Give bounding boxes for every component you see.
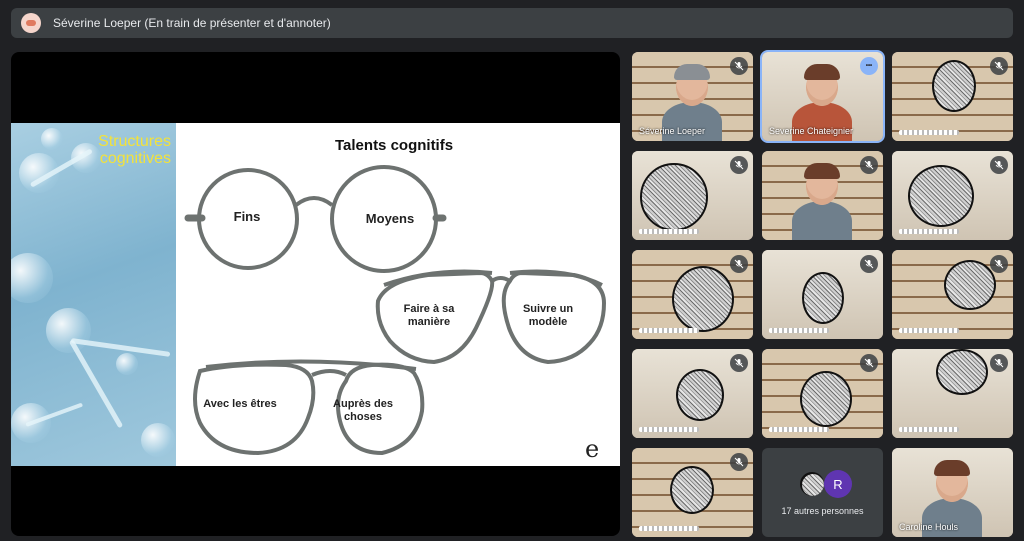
blurred-face (908, 165, 974, 227)
slide-side-title: Structures cognitives (98, 133, 171, 167)
obscured-name (639, 229, 699, 234)
mic-off-icon (730, 156, 748, 174)
blurred-face (670, 466, 714, 514)
mic-off-icon (730, 255, 748, 273)
obscured-name (769, 427, 829, 432)
slide-logo: e (585, 435, 600, 463)
participant-hair (934, 460, 970, 476)
participant-tile[interactable] (892, 52, 1013, 141)
more-options-icon[interactable]: ••• (860, 57, 878, 75)
presenter-avatar (21, 13, 41, 33)
mic-off-icon (730, 453, 748, 471)
label-aupres-des-choses: Auprès des choses (333, 398, 393, 423)
blurred-face (802, 272, 844, 324)
participant-tile[interactable] (762, 250, 883, 339)
mic-off-icon (990, 255, 1008, 273)
blurred-face (640, 163, 708, 231)
obscured-name (639, 427, 699, 432)
blurred-face (672, 266, 734, 332)
presentation-slide: Structures cognitives Talents cognitifs (11, 123, 620, 466)
obscured-name (899, 427, 959, 432)
blurred-face (936, 349, 988, 395)
slide-side-panel: Structures cognitives (11, 123, 176, 466)
obscured-name (769, 328, 829, 333)
label-fins: Fins (233, 209, 261, 224)
participant-body (922, 498, 982, 537)
participant-tile[interactable]: Severine Chateignier ••• (760, 50, 885, 143)
mic-off-icon (730, 354, 748, 372)
obscured-name (899, 328, 959, 333)
mic-off-icon (990, 57, 1008, 75)
participant-tile[interactable] (632, 250, 753, 339)
blurred-face (932, 60, 976, 112)
obscured-name (639, 328, 699, 333)
participant-hair (804, 64, 840, 80)
participant-tile[interactable] (632, 448, 753, 537)
glasses-illustration (184, 165, 607, 456)
mic-off-icon (860, 156, 878, 174)
participant-tile[interactable] (892, 250, 1013, 339)
label-avec-les-etres: Avec les êtres (203, 398, 277, 410)
participant-tile[interactable] (892, 349, 1013, 438)
label-suivre-un-modele: Suivre un modèle (522, 303, 574, 328)
participant-body (792, 201, 852, 240)
others-count-label: 17 autres personnes (781, 506, 864, 516)
mic-off-icon (860, 354, 878, 372)
others-avatar-blurred (798, 470, 826, 498)
obscured-name (639, 526, 699, 531)
blurred-face (944, 260, 996, 310)
presenter-bar: Séverine Loeper (En train de présenter e… (11, 8, 1013, 38)
mic-off-icon (730, 57, 748, 75)
others-tile[interactable]: R 17 autres personnes (762, 448, 883, 537)
participant-tile[interactable] (632, 349, 753, 438)
participant-name: Séverine Loeper (639, 126, 706, 136)
participant-hair (674, 64, 710, 80)
mic-off-icon (860, 255, 878, 273)
participant-body (792, 102, 852, 141)
participant-tile[interactable] (762, 151, 883, 240)
participant-body (662, 102, 722, 141)
participant-tile[interactable] (762, 349, 883, 438)
presenter-title: Séverine Loeper (En train de présenter e… (53, 16, 331, 30)
participant-tile[interactable] (632, 151, 753, 240)
label-faire-a-sa-maniere: Faire à sa manière (403, 303, 455, 328)
participant-tile[interactable]: Caroline Houls (892, 448, 1013, 537)
participant-name: Caroline Houls (899, 522, 959, 532)
mic-off-icon (990, 354, 1008, 372)
participant-tile[interactable] (892, 151, 1013, 240)
slide-title: Talents cognitifs (335, 137, 454, 154)
blurred-face (800, 371, 852, 427)
mic-off-icon (990, 156, 1008, 174)
blurred-face (676, 369, 724, 421)
participant-name: Severine Chateignier (769, 126, 854, 136)
label-moyens: Moyens (365, 211, 415, 226)
shared-screen[interactable]: Structures cognitives Talents cognitifs (11, 52, 620, 536)
participant-tile[interactable]: Séverine Loeper (632, 52, 753, 141)
participant-hair (804, 163, 840, 179)
obscured-name (899, 130, 959, 135)
others-avatar-letter: R (824, 470, 852, 498)
obscured-name (899, 229, 959, 234)
